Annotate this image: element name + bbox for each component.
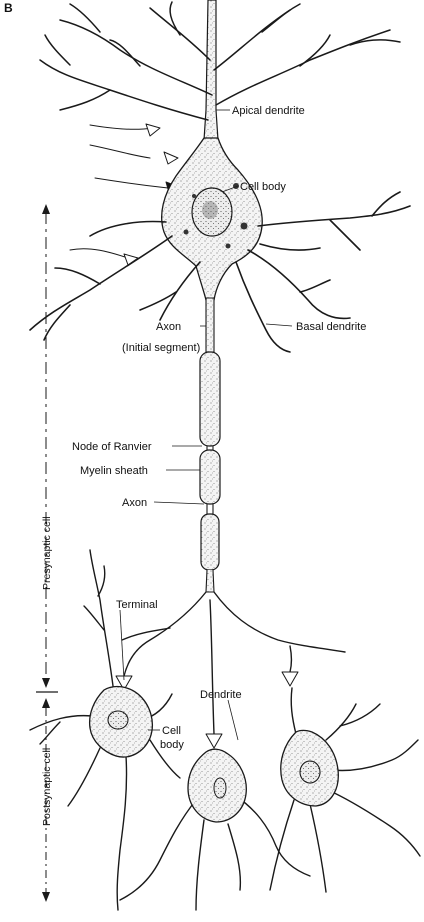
label-myelin-sheath: Myelin sheath [80,465,148,477]
axon-terminals [115,591,346,749]
main-cell-body [161,137,263,301]
postsynaptic-cell-left [29,549,181,911]
myelin-segment [200,513,220,571]
label-terminal: Terminal [116,599,158,611]
panel-letter: B [4,1,13,15]
label-axon-lower: Axon [122,497,147,509]
postsynaptic-cell-middle [119,748,311,911]
myelin-segment [199,449,221,505]
label-post-cell-body-1: Cell [162,725,181,737]
label-cell-body: Cell body [240,181,286,193]
label-postsynaptic-cell: Postsynaptic cell [41,748,53,826]
postsynaptic-cell-right [269,687,421,893]
label-axon-upper: Axon [156,321,181,333]
axon [199,297,221,593]
myelin-segment [199,351,221,447]
basal-dendrites [29,191,411,353]
label-post-cell-body-2: body [160,739,184,751]
label-initial-segment: (Initial segment) [122,342,200,354]
presynaptic-range-arrow [36,204,58,693]
label-basal-dendrite: Basal dendrite [296,321,366,333]
postsynaptic-range-arrow [42,698,50,902]
incoming-terminals [69,123,183,266]
label-dendrite: Dendrite [200,689,242,701]
label-node-of-ranvier: Node of Ranvier [72,441,152,453]
apical-dendrite [39,0,401,141]
label-apical-dendrite: Apical dendrite [232,105,305,117]
label-presynaptic-cell: Presynaptic cell [41,516,53,590]
leader-lines [119,109,293,741]
